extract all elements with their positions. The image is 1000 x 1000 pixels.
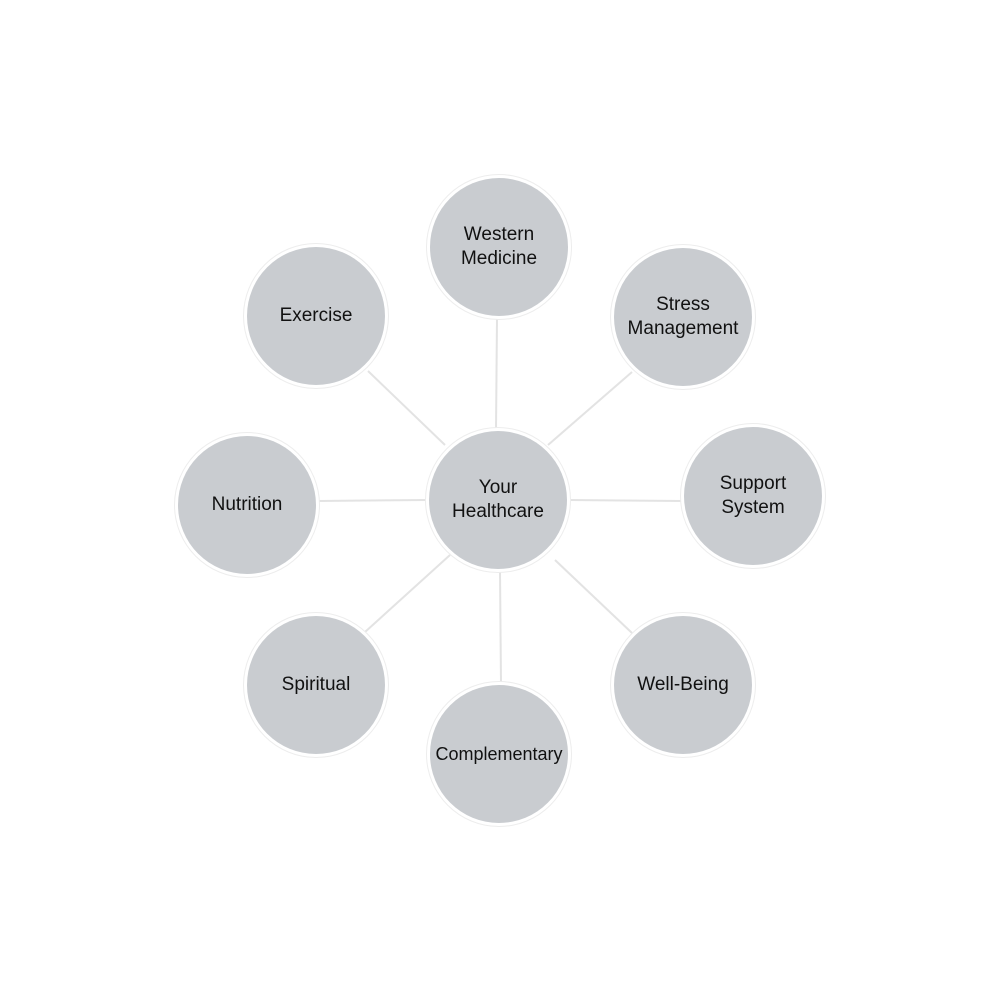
node-label: Spiritual xyxy=(281,674,351,695)
node-label: Nutrition xyxy=(211,494,283,515)
node-support-system[interactable]: Support System xyxy=(684,427,822,565)
node-label: Well-Being xyxy=(637,674,729,695)
node-label: Exercise xyxy=(279,305,353,326)
node-stress-management[interactable]: Stress Management xyxy=(614,248,752,386)
node-your-healthcare[interactable]: Your Healthcare xyxy=(429,431,567,569)
node-label: Complementary xyxy=(435,744,563,764)
node-western-medicine[interactable]: Western Medicine xyxy=(430,178,568,316)
node-label: Stress Management xyxy=(627,294,739,339)
node-exercise[interactable]: Exercise xyxy=(247,247,385,385)
node-label: Western Medicine xyxy=(460,224,538,269)
node-complementary[interactable]: Complementary xyxy=(430,685,568,823)
node-label: Your Healthcare xyxy=(452,477,544,522)
node-nutrition[interactable]: Nutrition xyxy=(178,436,316,574)
connector-nutrition xyxy=(317,499,429,502)
connector-support xyxy=(567,499,684,502)
connector-spiritual xyxy=(364,554,451,633)
connector-stress xyxy=(547,371,633,446)
connector-exercise xyxy=(367,370,446,446)
connector-complementary xyxy=(499,569,502,685)
connector-wellbeing xyxy=(554,559,633,634)
connector-western xyxy=(495,317,498,431)
node-well-being[interactable]: Well-Being xyxy=(614,616,752,754)
node-label: Support System xyxy=(719,473,787,518)
node-spiritual[interactable]: Spiritual xyxy=(247,616,385,754)
